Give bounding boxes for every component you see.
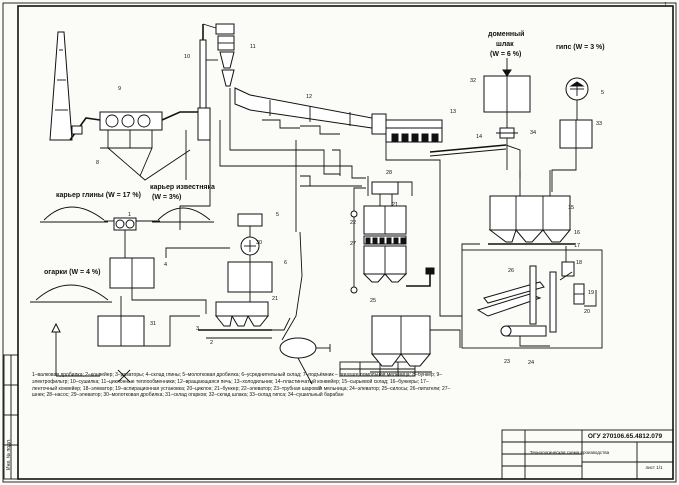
label-gravel: огарки (W = 4 %) xyxy=(44,269,100,276)
num-29: 29 xyxy=(428,270,434,276)
num-21b: 21 xyxy=(392,202,398,208)
elevator-7 xyxy=(279,231,331,385)
num-16: 16 xyxy=(574,230,580,236)
label-slag-2: шлак xyxy=(496,41,514,48)
num-21: 21 xyxy=(272,296,278,302)
axis-symbol xyxy=(51,322,131,383)
num-34: 34 xyxy=(530,130,536,136)
text-labels: доменный шлак (W = 6 %) гипс (W = 3 %) к… xyxy=(44,30,605,276)
stamp-description: Технологическая схема производства xyxy=(530,450,610,455)
num-9: 9 xyxy=(118,86,121,92)
num-32: 32 xyxy=(470,78,476,84)
num-gyp: 5 xyxy=(601,90,604,96)
raw-silos-27 xyxy=(350,181,435,294)
label-clay-quarry: карьер глины (W = 17 %) xyxy=(56,192,141,199)
num-5: 5 xyxy=(276,212,279,218)
label-slag-w: (W = 6 %) xyxy=(490,51,521,58)
num-1: 1 xyxy=(128,212,131,218)
storage-6 xyxy=(227,213,273,302)
label-slag: доменный xyxy=(488,30,524,38)
callout-numbers: 8 9 10 11 12 13 14 15 16 17 18 19 20 21 … xyxy=(96,44,604,392)
num-15: 15 xyxy=(568,205,574,211)
pan-conveyor-14 xyxy=(429,144,521,178)
side-code: Инв. № подл. xyxy=(6,438,12,470)
slag-storage-32 xyxy=(483,58,531,113)
dryer-34 xyxy=(496,112,518,170)
label-gypsum: гипс (W = 3 %) xyxy=(556,44,605,51)
num-7: 7 xyxy=(318,386,321,392)
legend-text: 1–валковая дробилка; 2–конвейер; 3–дозат… xyxy=(32,372,451,399)
mill-section xyxy=(461,246,603,349)
num-3: 3 xyxy=(196,326,199,332)
silo-hoppers-15 xyxy=(488,170,572,243)
num-27: 27 xyxy=(350,241,356,247)
dosing-hoppers-21 xyxy=(198,301,291,339)
num-13: 13 xyxy=(450,109,456,115)
num-10: 10 xyxy=(184,54,190,60)
num-33: 33 xyxy=(596,121,602,127)
stamp-code: ОГУ 270106.65.4812.079 xyxy=(587,433,663,440)
cyclone-preheater-11 xyxy=(197,23,235,141)
label-limestone: карьер известняка xyxy=(150,184,215,191)
gypsum-storage-33 xyxy=(551,119,593,192)
gravel-storage-31 xyxy=(97,296,200,347)
pipelines xyxy=(165,88,597,317)
spec-table xyxy=(339,361,416,377)
num-24: 24 xyxy=(528,360,534,366)
num-20: 20 xyxy=(584,309,590,315)
stamp-sheet: лист 1/1 xyxy=(645,465,663,470)
num-2: 2 xyxy=(210,340,213,346)
num-12: 12 xyxy=(306,94,312,100)
gypsum-crusher-5 xyxy=(565,77,589,120)
num-11: 11 xyxy=(250,44,256,50)
num-22: 22 xyxy=(350,220,356,226)
num-26: 26 xyxy=(508,268,514,274)
electrofilter-9 xyxy=(69,111,200,181)
cement-silos-25 xyxy=(370,315,461,373)
title-block xyxy=(501,429,674,480)
num-17: 17 xyxy=(574,243,580,249)
inner-frame xyxy=(17,5,674,480)
num-25: 25 xyxy=(370,298,376,304)
stockpiles xyxy=(30,206,214,303)
num-31: 31 xyxy=(150,321,156,327)
num-6: 6 xyxy=(284,260,287,266)
rotary-kiln-12 xyxy=(234,87,387,135)
num-19: 19 xyxy=(588,290,594,296)
cooler-13 xyxy=(385,119,443,143)
clay-storage-4 xyxy=(109,217,207,314)
num-30: 30 xyxy=(256,240,262,246)
chimney xyxy=(49,31,73,141)
label-limestone-w: (W = 3%) xyxy=(152,194,181,201)
num-28: 28 xyxy=(386,170,392,176)
num-23: 23 xyxy=(504,359,510,365)
num-4: 4 xyxy=(164,262,167,268)
page-number: 1 xyxy=(664,2,667,8)
num-8: 8 xyxy=(96,160,99,166)
num-18: 18 xyxy=(576,260,582,266)
num-14: 14 xyxy=(476,134,482,140)
